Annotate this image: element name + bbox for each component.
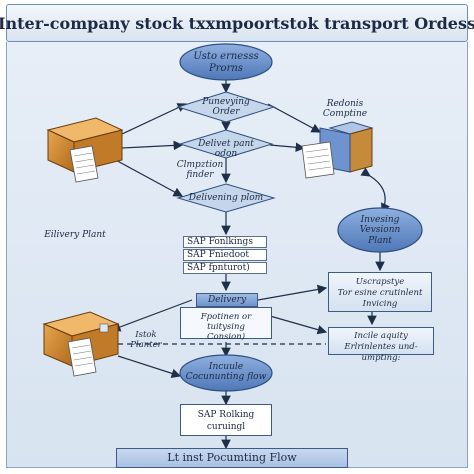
delivering-plan-label: Delivening plom bbox=[188, 193, 264, 203]
label-line: Vevsionn bbox=[359, 225, 401, 236]
delivering-plan-diamond bbox=[176, 183, 276, 213]
sap-posting-box: SAP Rolking curuingl bbox=[180, 404, 272, 436]
connector bbox=[121, 140, 184, 151]
label-line: Consion) bbox=[206, 332, 246, 342]
label-line: Tor esine crutinlent bbox=[337, 288, 423, 298]
invoicing-box: Uscrapstye Tor esine crutinlent Invicing bbox=[328, 272, 432, 312]
connector bbox=[111, 157, 184, 197]
label-line: Istok bbox=[135, 330, 157, 340]
accounting-flow-oval bbox=[179, 354, 273, 392]
sap-row: SAP Fniedoot bbox=[183, 249, 267, 261]
label-line: curuingl bbox=[206, 422, 246, 432]
sap-row: SAP fpnturot) bbox=[183, 262, 267, 274]
accounting-flow-label: Incuule Cocununting flow bbox=[184, 362, 268, 383]
delivery-plant-order-diamond bbox=[178, 129, 274, 159]
start-oval bbox=[179, 43, 273, 81]
label-line: Comptine bbox=[322, 109, 368, 120]
label-line: Prorns bbox=[209, 62, 243, 74]
sap-row: SAP Fonlkings bbox=[183, 236, 267, 248]
label-line: Punevying bbox=[202, 97, 250, 107]
completion-finder-label: Clmpztion finder bbox=[170, 160, 230, 181]
label-line: Redonis bbox=[326, 99, 364, 109]
label-line: Order bbox=[212, 107, 240, 118]
delivery-detail-box: Fpotinen or tuitysing Consion) bbox=[180, 307, 272, 342]
label-line: Planter bbox=[130, 339, 162, 350]
label-line: Usto ernesss bbox=[193, 51, 259, 62]
stock-box-icon bbox=[42, 311, 120, 377]
diagram-title: Inter-company stock txxmpoortstok transp… bbox=[0, 4, 474, 42]
label-line: Clmpztion bbox=[176, 160, 224, 170]
stock-planter-label: Istok Planter bbox=[124, 330, 168, 351]
label-line: Incuule bbox=[208, 362, 244, 372]
label-line: Invesing bbox=[360, 215, 400, 225]
label-line: Plant bbox=[368, 235, 392, 246]
shipping-box-icon bbox=[46, 117, 124, 183]
delivery-plant-order-label: Delivet pant odon bbox=[198, 139, 254, 160]
label-line: Incile aquity bbox=[354, 331, 408, 341]
label-line: Invicing bbox=[362, 299, 398, 309]
receiving-plant-oval bbox=[337, 207, 423, 253]
delivery-box: Delivery bbox=[196, 293, 258, 307]
start-oval-label: Usto ernesss Prorns bbox=[186, 51, 266, 74]
connector bbox=[269, 315, 328, 335]
receiving-plant-label: Invesing Vevsionn Plant bbox=[344, 215, 416, 246]
connector bbox=[117, 355, 182, 378]
connector bbox=[269, 142, 306, 153]
connector bbox=[257, 284, 328, 301]
computer-server-icon bbox=[301, 121, 374, 179]
label-line: Erlrinlentes und-umpting: bbox=[344, 342, 418, 363]
records-completion-label: Redonis Comptine bbox=[318, 99, 372, 120]
connector bbox=[110, 299, 193, 332]
purchasing-order-label: Punevying Order bbox=[190, 97, 262, 118]
footer-flow-bar: Lt inst Pocumting Flow bbox=[116, 448, 348, 468]
accounting-box: Incile aquity Erlrinlentes und-umpting: bbox=[328, 327, 434, 363]
label-line: SAP Rolking bbox=[197, 410, 255, 420]
connector bbox=[121, 103, 188, 135]
connector bbox=[360, 167, 390, 214]
label-line: Cocununting flow bbox=[185, 372, 267, 383]
purchasing-order-diamond bbox=[176, 91, 276, 123]
label-line: finder bbox=[186, 170, 214, 181]
connector bbox=[267, 103, 322, 133]
label-line: Uscrapstye bbox=[355, 277, 405, 287]
label-line: Fpotinen or tuitysing bbox=[200, 312, 252, 332]
delivery-plant-label: Eilivery Plant bbox=[44, 230, 106, 240]
